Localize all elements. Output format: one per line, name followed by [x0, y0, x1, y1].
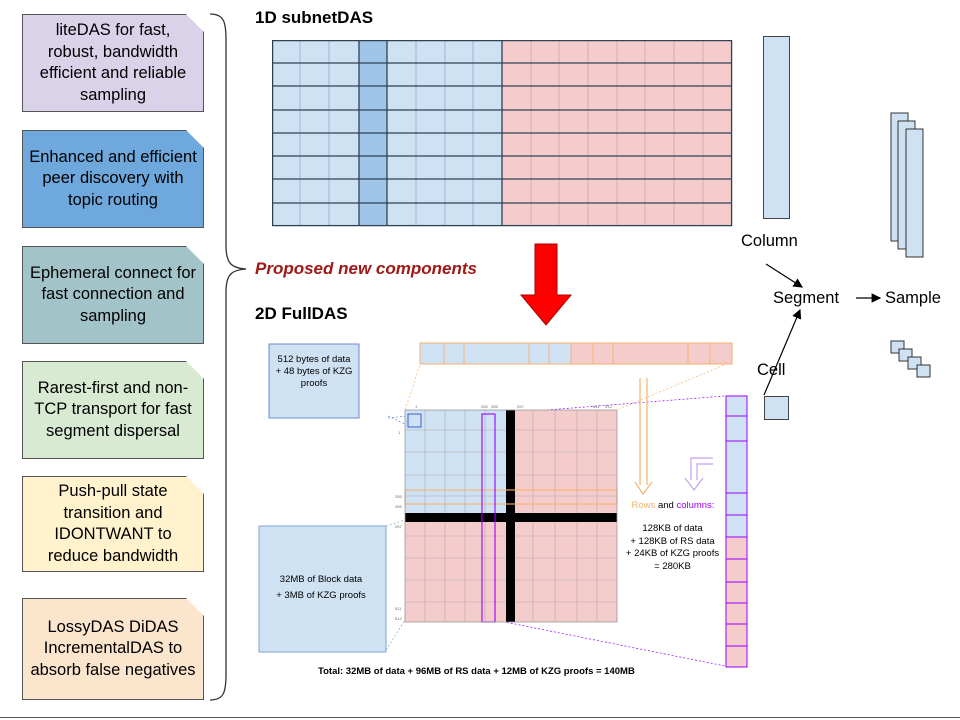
and-word: and: [657, 500, 674, 511]
svg-text:255: 255: [395, 494, 402, 499]
components-brace: [209, 13, 247, 701]
component-card-text: Enhanced and efficient peer discovery wi…: [29, 147, 197, 209]
rows-columns-note: 128KB of data+ 128KB of RS data+ 24KB of…: [625, 523, 720, 572]
component-card-text: Ephemeral connect for fast connection an…: [29, 263, 196, 325]
block-data-note: 32MB of Block data+ 3MB of KZG proofs: [276, 574, 366, 601]
svg-text:512: 512: [395, 616, 402, 621]
segment-label: Segment: [773, 289, 840, 307]
subnetdas-grid: [272, 40, 733, 227]
svg-text:511: 511: [395, 606, 402, 611]
component-card-litedas: liteDAS for fast, robust, bandwidth effi…: [22, 14, 204, 112]
svg-text:256: 256: [491, 404, 498, 409]
rows-word: Rows: [631, 500, 656, 511]
svg-text:512: 512: [605, 404, 612, 409]
component-card-push-pull: Push-pull state transition and IDONTWANT…: [22, 476, 204, 572]
svg-text:1: 1: [398, 430, 401, 435]
bytes-note: 512 bytes of data+ 48 bytes of KZG proof…: [275, 354, 353, 389]
cell-label: Cell: [757, 361, 786, 379]
svg-text:256: 256: [395, 504, 402, 509]
component-card-peer-discovery: Enhanced and efficient peer discovery wi…: [22, 130, 204, 228]
component-card-text: liteDAS for fast, robust, bandwidth effi…: [39, 21, 187, 104]
bottom-divider: [0, 717, 960, 718]
fulldas-title: 2D FullDAS: [255, 304, 348, 323]
rows-columns-heading: Rows and columns:: [618, 500, 728, 512]
component-card-text: LossyDAS DiDAS IncrementalDAS to absorb …: [30, 617, 196, 679]
component-card-text: Push-pull state transition and IDONTWANT…: [47, 482, 179, 565]
sample-label: Sample: [885, 289, 941, 307]
svg-text:257: 257: [395, 524, 402, 529]
columns-word: columns:: [676, 500, 715, 511]
column-label: Column: [741, 232, 798, 250]
stacked-cells-icon: [890, 340, 931, 378]
svg-text:1: 1: [415, 404, 418, 409]
component-card-ephemeral-connect: Ephemeral connect for fast connection an…: [22, 246, 204, 344]
svg-text:511: 511: [593, 404, 600, 409]
svg-text:257: 257: [517, 404, 524, 409]
total-note: Total: 32MB of data + 96MB of RS data + …: [318, 666, 635, 677]
red-down-arrow: [519, 243, 573, 326]
subnetdas-title: 1D subnetDAS: [255, 8, 374, 27]
component-card-rarest-first: Rarest-first and non-TCP transport for f…: [22, 361, 204, 459]
stacked-columns-icon: [890, 112, 924, 258]
svg-text:255: 255: [481, 404, 488, 409]
hierarchy-arrows: [763, 263, 882, 396]
proposed-components-label: Proposed new components: [255, 259, 477, 278]
cell-shape: [764, 396, 789, 420]
column-shape: [763, 36, 790, 219]
component-card-lossydas: LossyDAS DiDAS IncrementalDAS to absorb …: [22, 598, 204, 700]
component-card-text: Rarest-first and non-TCP transport for f…: [34, 378, 192, 440]
